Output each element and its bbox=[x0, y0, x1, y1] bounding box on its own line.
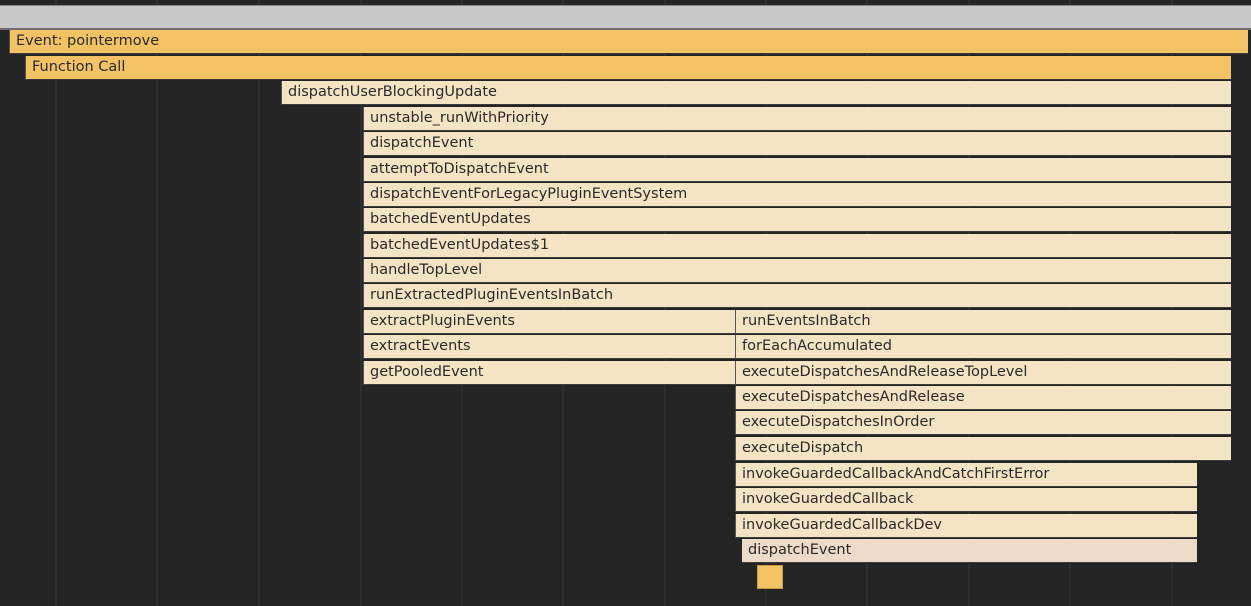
grid-line bbox=[360, 0, 362, 606]
frame-label: extractEvents bbox=[370, 338, 471, 354]
flame-frame[interactable]: handleTopLevel bbox=[363, 259, 1231, 283]
grid-line bbox=[258, 0, 260, 606]
frame-label: batchedEventUpdates bbox=[370, 211, 531, 227]
flame-frame[interactable]: executeDispatchesAndRelease bbox=[735, 386, 1231, 410]
flame-frame[interactable]: executeDispatch bbox=[735, 437, 1231, 461]
grid-line bbox=[55, 0, 57, 606]
frame-label: executeDispatchesAndRelease bbox=[742, 389, 965, 405]
flame-frame[interactable]: unstable_runWithPriority bbox=[363, 107, 1231, 131]
frame-label: forEachAccumulated bbox=[742, 338, 892, 354]
frame-label: handleTopLevel bbox=[370, 262, 483, 278]
frame-label: dispatchEvent bbox=[748, 542, 852, 558]
frame-label: invokeGuardedCallbackAndCatchFirstError bbox=[742, 466, 1050, 482]
flame-frame[interactable]: batchedEventUpdates bbox=[363, 208, 1231, 232]
frame-label: extractPluginEvents bbox=[370, 313, 515, 329]
flame-frame[interactable]: runEventsInBatch bbox=[735, 310, 1231, 334]
flame-frame-small[interactable] bbox=[757, 565, 783, 589]
grid-line bbox=[156, 0, 158, 606]
top-edge bbox=[0, 0, 1251, 5]
flame-frame[interactable]: forEachAccumulated bbox=[735, 335, 1231, 359]
frame-label: dispatchEventForLegacyPluginEventSystem bbox=[370, 186, 688, 202]
flame-frame[interactable]: dispatchEventForLegacyPluginEventSystem bbox=[363, 183, 1231, 207]
flame-frame[interactable]: getPooledEvent bbox=[363, 361, 735, 385]
flame-frame[interactable]: dispatchUserBlockingUpdate bbox=[281, 81, 1231, 105]
flame-frame[interactable]: attemptToDispatchEvent bbox=[363, 158, 1231, 182]
frame-label: unstable_runWithPriority bbox=[370, 110, 549, 126]
frame-label: dispatchEvent bbox=[370, 135, 474, 151]
frame-label: executeDispatchesInOrder bbox=[742, 414, 935, 430]
flame-frame[interactable]: invokeGuardedCallback bbox=[735, 488, 1197, 512]
flame-frame[interactable]: invokeGuardedCallbackDev bbox=[735, 514, 1197, 538]
frame-label: batchedEventUpdates$1 bbox=[370, 237, 550, 253]
frame-label: invokeGuardedCallbackDev bbox=[742, 517, 943, 533]
flame-frame[interactable]: batchedEventUpdates$1 bbox=[363, 234, 1231, 258]
flame-frame[interactable]: dispatchEvent bbox=[742, 539, 1197, 563]
frame-label: dispatchUserBlockingUpdate bbox=[288, 84, 497, 100]
frame-label: Event: pointermove bbox=[16, 33, 160, 49]
timeline-ruler[interactable] bbox=[0, 5, 1251, 30]
flame-frame[interactable]: extractEvents bbox=[363, 335, 735, 359]
flame-frame[interactable]: runExtractedPluginEventsInBatch bbox=[363, 284, 1231, 308]
frame-label: attemptToDispatchEvent bbox=[370, 161, 549, 177]
frame-label: runEventsInBatch bbox=[742, 313, 871, 329]
flame-frame[interactable]: invokeGuardedCallbackAndCatchFirstError bbox=[735, 463, 1197, 487]
frame-label: getPooledEvent bbox=[370, 364, 484, 380]
frame-label: executeDispatch bbox=[742, 440, 864, 456]
flame-frame[interactable]: dispatchEvent bbox=[363, 132, 1231, 156]
frame-label: runExtractedPluginEventsInBatch bbox=[370, 287, 614, 303]
flame-frame[interactable]: extractPluginEvents bbox=[363, 310, 735, 334]
flame-frame[interactable]: executeDispatchesInOrder bbox=[735, 411, 1231, 435]
flame-frame[interactable]: Function Call bbox=[25, 56, 1231, 80]
frame-label: Function Call bbox=[32, 59, 126, 75]
flame-frame[interactable]: executeDispatchesAndReleaseTopLevel bbox=[735, 361, 1231, 385]
flame-frame[interactable]: Event: pointermove bbox=[9, 30, 1248, 54]
frame-label: invokeGuardedCallback bbox=[742, 491, 914, 507]
frame-label: executeDispatchesAndReleaseTopLevel bbox=[742, 364, 1028, 380]
